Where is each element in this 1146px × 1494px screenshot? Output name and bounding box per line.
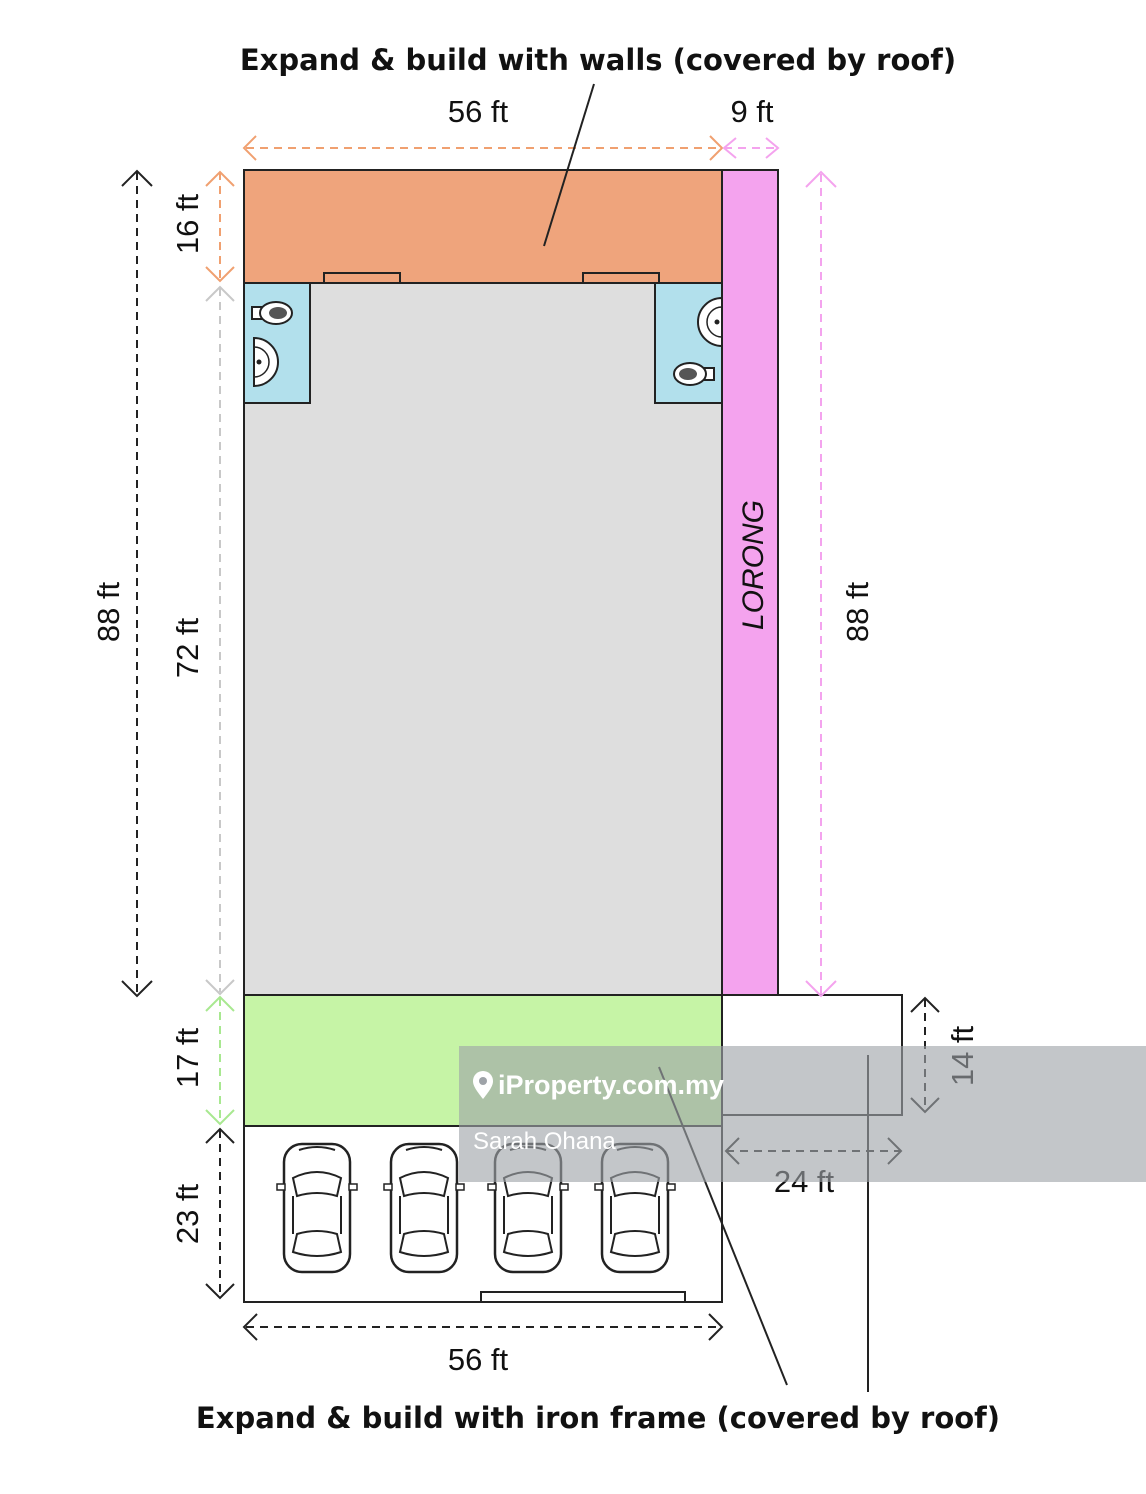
lane-label: LORONG	[737, 500, 770, 630]
bottom-width-label: 56 ft	[448, 1342, 509, 1377]
wet-room-right	[654, 282, 723, 404]
dimension-line-front-yard-depth	[205, 995, 235, 1126]
car-icon	[275, 1142, 359, 1274]
dimension-line-parking-depth	[205, 1127, 235, 1300]
sink-icon	[697, 296, 723, 348]
location-pin-icon	[473, 1071, 493, 1099]
dimension-line-lane-length	[805, 170, 837, 998]
dimension-line-lane-width	[722, 137, 780, 159]
dimension-line-main-length	[205, 285, 235, 996]
main-floor-zone	[243, 282, 723, 996]
door-left	[323, 272, 401, 284]
top-width-label: 56 ft	[448, 94, 509, 129]
watermark-agent: Sarah Ohana	[473, 1128, 616, 1155]
main-length-label: 72 ft	[170, 617, 205, 678]
dimension-line-total-length	[121, 169, 153, 998]
lane-width-label: 9 ft	[730, 94, 773, 129]
leader-line-top	[543, 83, 595, 247]
front-yard-depth-label: 17 ft	[170, 1027, 205, 1088]
lane-zone	[721, 169, 779, 996]
gate	[480, 1291, 686, 1303]
lane-length-label: 88 ft	[840, 581, 875, 642]
wall-extension-zone	[243, 169, 723, 284]
door-right	[582, 272, 660, 284]
car-icon	[382, 1142, 466, 1274]
top-caption: Expand & build with walls (covered by ro…	[240, 43, 956, 77]
wet-room-left	[243, 282, 311, 404]
watermark-band	[459, 1046, 1146, 1182]
extension-depth-label: 16 ft	[170, 193, 205, 254]
dimension-line-top-width	[242, 135, 724, 161]
watermark-brand: iProperty.com.my	[498, 1070, 724, 1100]
dimension-line-bottom-width	[242, 1313, 724, 1341]
bottom-caption: Expand & build with iron frame (covered …	[196, 1401, 1000, 1435]
total-length-label: 88 ft	[91, 581, 126, 642]
toilet-icon	[251, 301, 293, 325]
parking-depth-label: 23 ft	[170, 1183, 205, 1244]
sink-icon	[253, 336, 279, 388]
toilet-icon	[673, 362, 715, 386]
dimension-line-extension-depth	[205, 170, 235, 283]
watermark: iProperty.com.my Sarah Ohana	[459, 1046, 1146, 1182]
